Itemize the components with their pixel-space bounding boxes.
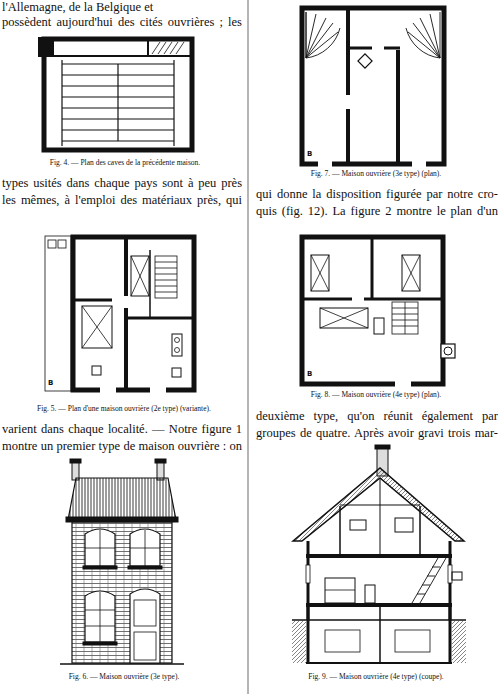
body-line: quis (fig. 12). La figure 2 montre le pl… bbox=[256, 205, 498, 219]
monogram: B bbox=[307, 151, 312, 159]
cellar-plan bbox=[38, 37, 192, 150]
figure-caption: Fig. 7. — Maison ouvrière (3e type) (pla… bbox=[256, 170, 496, 178]
house-section-type-4 bbox=[292, 445, 466, 663]
figure-caption: Fig. 8. — Maison ouvrière (4e type) (pla… bbox=[256, 391, 496, 399]
body-line: l'Allemagne, de la Belgique et bbox=[2, 1, 242, 15]
body-line: montre un premier type de maison ouvrièr… bbox=[2, 440, 242, 454]
body-line: groupes de quatre. Après avoir gravi tro… bbox=[256, 427, 498, 441]
house-elevation-type-3 bbox=[60, 459, 184, 664]
column-rule bbox=[248, 0, 249, 694]
figure-caption: Fig. 6. — Maison ouvrière (3e type). bbox=[10, 673, 238, 681]
body-line: les mêmes, à l'emploi des matériaux près… bbox=[2, 194, 242, 208]
body-line: types usités dans chaque pays sont à peu… bbox=[2, 177, 242, 191]
body-line: qui donne la disposition figurée par not… bbox=[256, 188, 498, 202]
body-line: possèdent aujourd'hui des cités ouvrière… bbox=[2, 16, 242, 30]
body-line: deuxième type, qu'on réunit également pa… bbox=[256, 410, 498, 424]
monogram: B bbox=[48, 380, 53, 388]
monogram: B bbox=[307, 371, 312, 379]
house-plan-type-3 bbox=[302, 8, 444, 168]
body-line: varient dans chaque localité. — Notre fi… bbox=[2, 423, 242, 437]
figure-caption: Fig. 4. — Plan des caves de la précédent… bbox=[10, 159, 240, 167]
figure-caption: Fig. 9. — Maison ouvrière (4e type) (cou… bbox=[256, 673, 496, 681]
house-plan-type-2 bbox=[45, 236, 194, 393]
figure-caption: Fig. 5. — Plan d'une maison ouvrière (2e… bbox=[4, 405, 244, 413]
house-plan-type-4 bbox=[302, 237, 455, 388]
